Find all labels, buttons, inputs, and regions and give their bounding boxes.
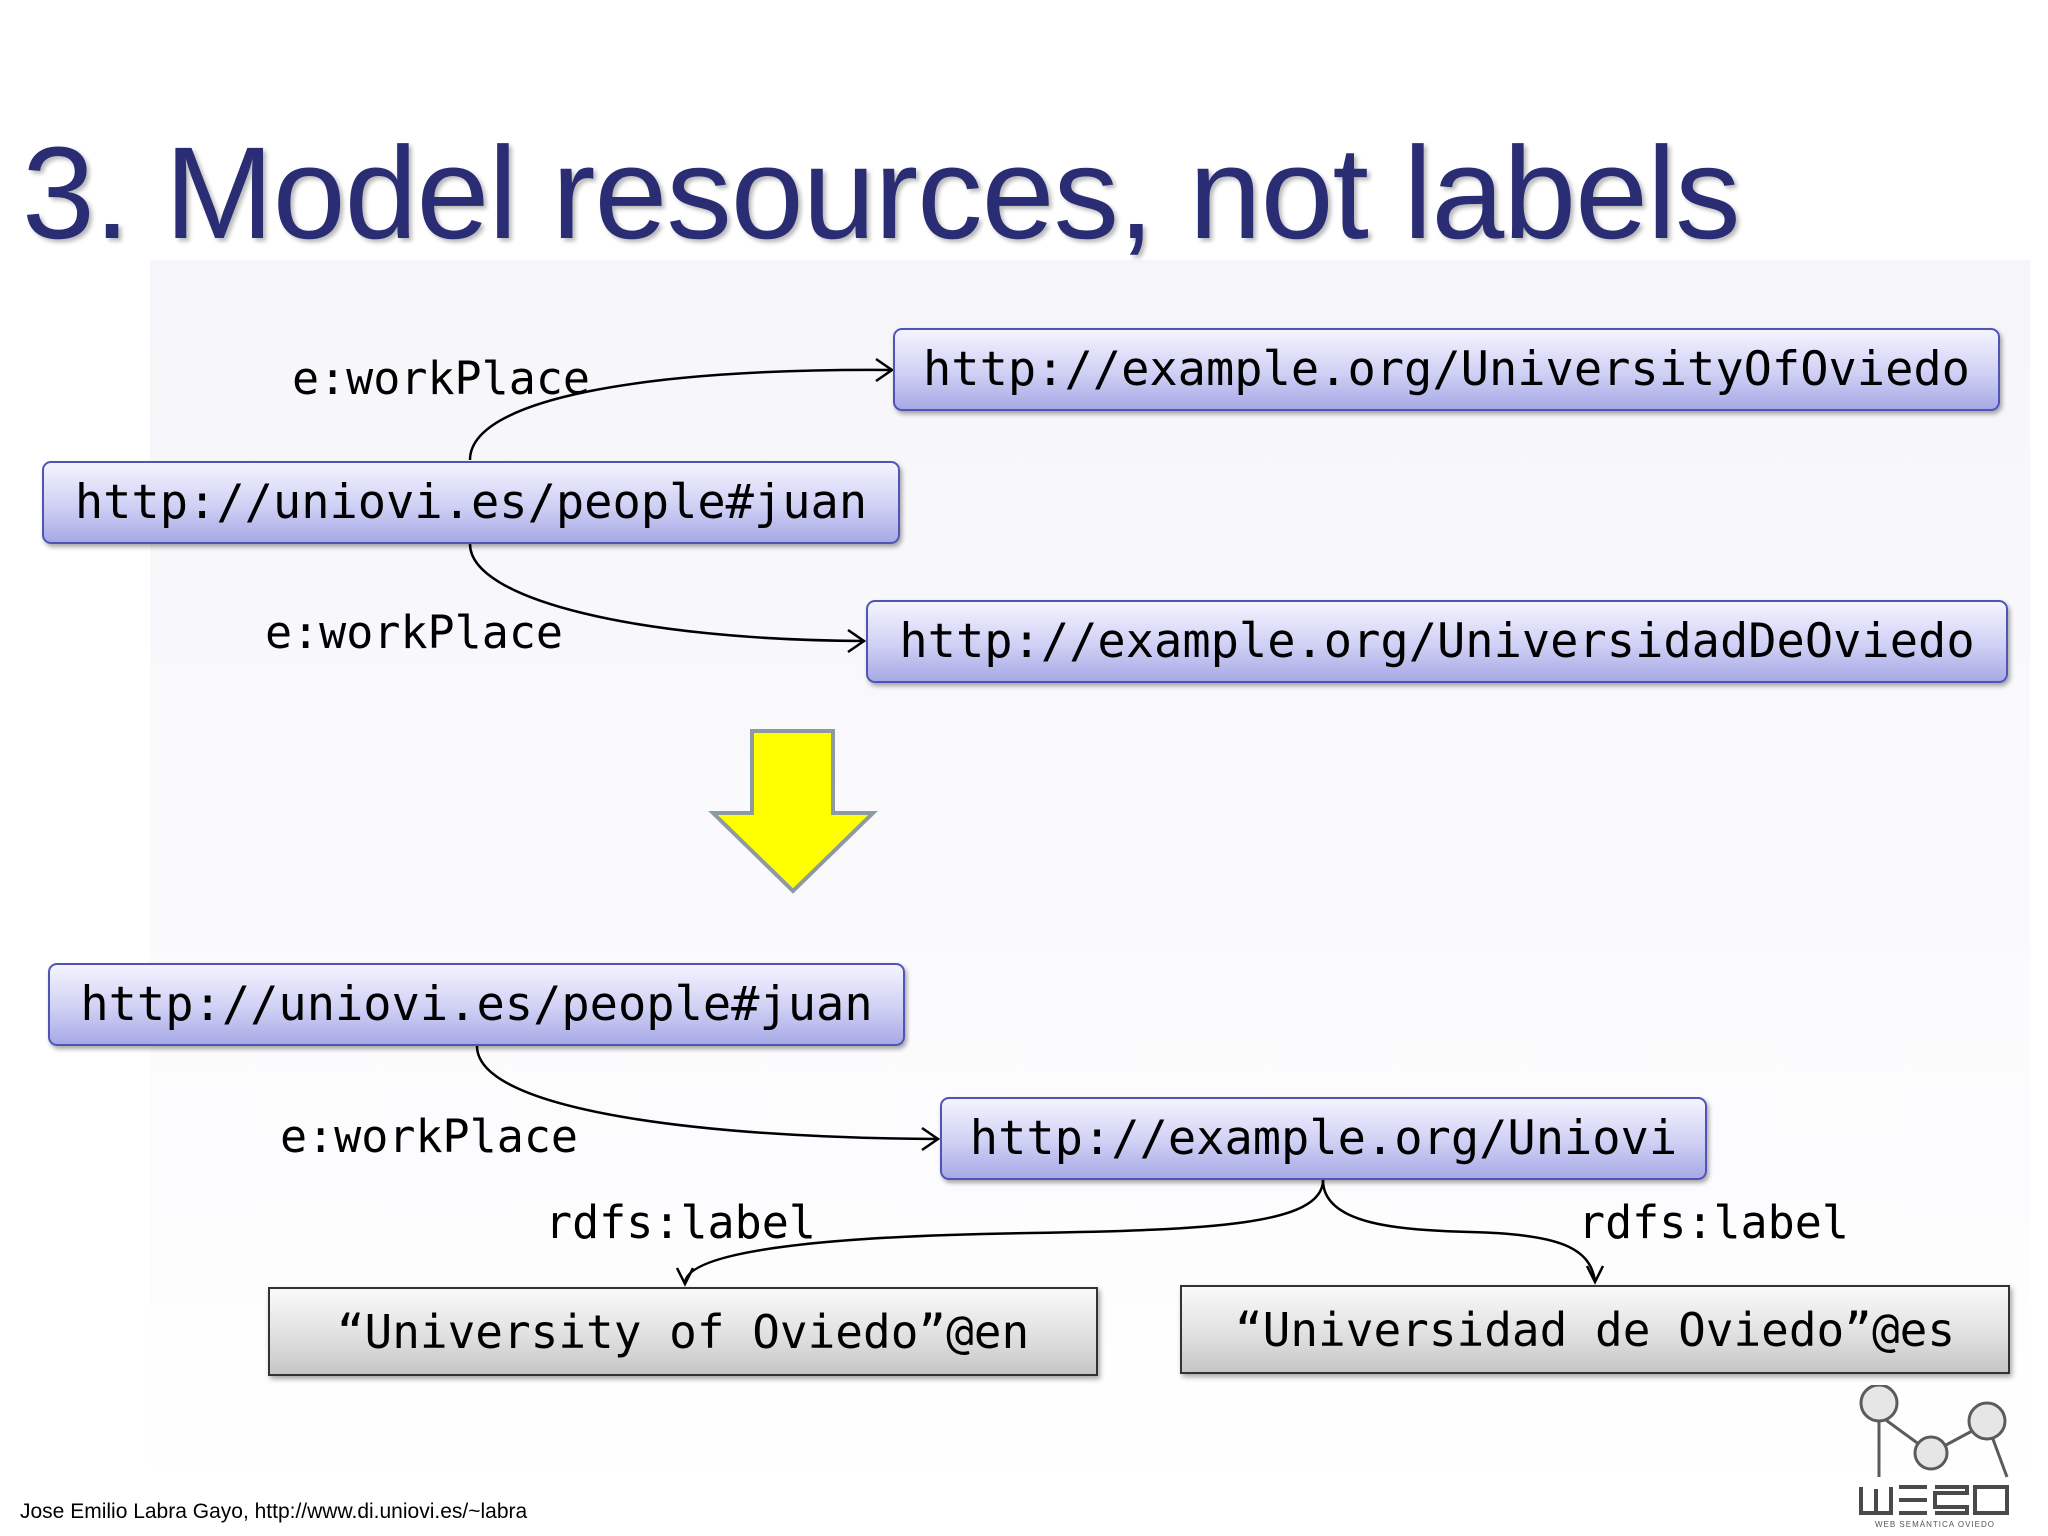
weso-logo-icon: WEB SEMÁNTICA OVIEDO bbox=[1859, 1385, 2009, 1529]
slide-title: 3. Model resources, not labels bbox=[22, 119, 1741, 266]
arrowhead-4 bbox=[675, 1267, 695, 1287]
edge-label-workplace-2: e:workPlace bbox=[265, 606, 564, 659]
edge-label-workplace-1: e:workPlace bbox=[292, 352, 591, 405]
edge-label-workplace-3: e:workPlace bbox=[280, 1110, 579, 1163]
literal-university-of-oviedo-en: “University of Oviedo”@en bbox=[268, 1287, 1098, 1376]
slide-footer: Jose Emilio Labra Gayo, http://www.di.un… bbox=[20, 1500, 528, 1523]
edge-label-es bbox=[1321, 1179, 1597, 1282]
subject-node-before: http://uniovi.es/people#juan bbox=[42, 461, 900, 544]
arrowhead-3 bbox=[921, 1126, 941, 1152]
object-node-university-of-oviedo: http://example.org/UniversityOfOviedo bbox=[893, 328, 2000, 411]
subject-node-after: http://uniovi.es/people#juan bbox=[48, 963, 905, 1046]
edge-workplace-3 bbox=[475, 1045, 939, 1141]
object-node-universidad-de-oviedo: http://example.org/UniversidadDeOviedo bbox=[866, 600, 2008, 683]
object-node-uniovi: http://example.org/Uniovi bbox=[940, 1097, 1707, 1180]
down-arrow-icon bbox=[708, 729, 878, 894]
edge-label-rdfs-label-1: rdfs:label bbox=[545, 1196, 816, 1249]
edge-label-rdfs-label-2: rdfs:label bbox=[1578, 1196, 1849, 1249]
arrowhead-2 bbox=[847, 628, 867, 654]
arrowhead-5 bbox=[1585, 1265, 1605, 1285]
literal-universidad-de-oviedo-es: “Universidad de Oviedo”@es bbox=[1180, 1285, 2010, 1374]
edge-workplace-2 bbox=[468, 543, 865, 643]
edge-workplace-1 bbox=[468, 368, 893, 461]
edge-label-en bbox=[683, 1179, 1325, 1283]
svg-text:WEB SEMÁNTICA OVIEDO: WEB SEMÁNTICA OVIEDO bbox=[1875, 1520, 1995, 1529]
arrowhead-1 bbox=[875, 357, 895, 383]
